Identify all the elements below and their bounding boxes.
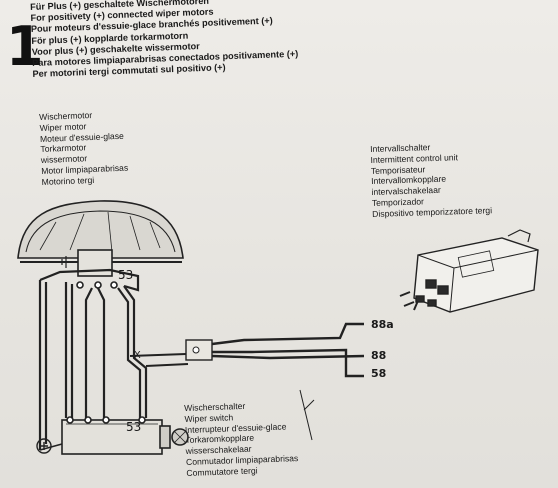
switch-terminal-53: 53 bbox=[126, 420, 142, 434]
ground-icon bbox=[57, 256, 72, 268]
motor-switch-harness bbox=[38, 268, 148, 450]
figure-number: 1 bbox=[6, 15, 44, 78]
terminal-58: 58 bbox=[371, 367, 387, 380]
terminal-88: 88 bbox=[371, 349, 387, 362]
positive-terminal-icon: ⊕ bbox=[36, 438, 65, 467]
interval-wiring bbox=[129, 322, 365, 378]
wiper-motor-illustration bbox=[17, 200, 184, 289]
motor-terminal-53: 53 bbox=[118, 268, 134, 282]
wiper-switch-illustration bbox=[39, 389, 315, 455]
positive-symbol-text: ⊕ bbox=[64, 465, 65, 467]
terminal-88a: 88a bbox=[371, 318, 394, 331]
interval-unit-illustration bbox=[399, 229, 539, 313]
connector-mark: X bbox=[134, 350, 141, 361]
